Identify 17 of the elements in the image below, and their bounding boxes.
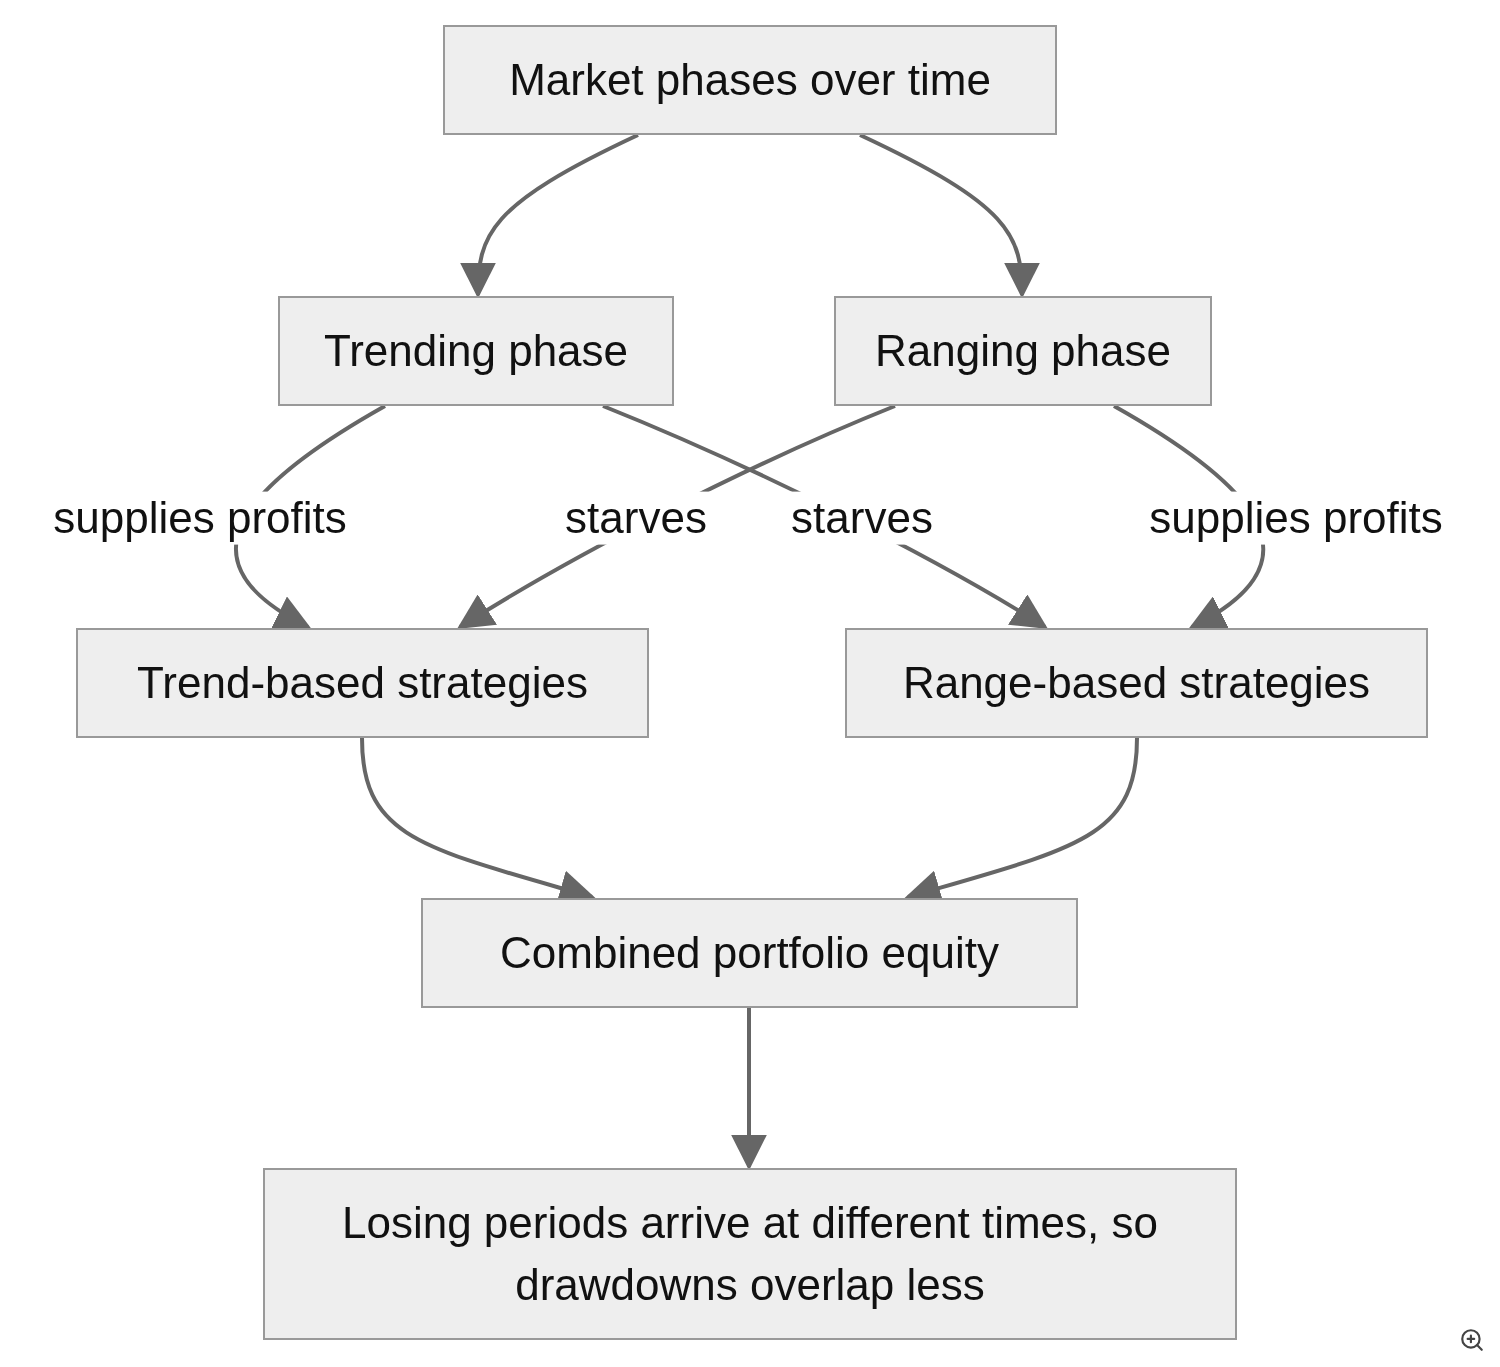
node-text: Range-based strategies: [902, 657, 1371, 710]
process-box: [834, 296, 1212, 406]
node-text: Ranging phase: [875, 325, 1171, 378]
node-text: Market phases over time: [509, 54, 991, 107]
node-text: Combined portfolio equity: [500, 927, 999, 980]
process-box: [845, 628, 1428, 738]
node-text: Trend-based strategies: [137, 657, 588, 710]
process-box: [263, 1168, 1237, 1340]
arrow: [731, 1008, 767, 1171]
process-box: [76, 628, 649, 738]
arrow: [859, 133, 1040, 299]
node-text: Trending phase: [323, 325, 629, 378]
node-text: Losing periods arrive at different times, so drawdowns overlap less: [340, 1197, 1159, 1311]
process-box: [421, 898, 1078, 1008]
process-box: [443, 25, 1057, 135]
process-box: [278, 296, 674, 406]
arrow: [460, 133, 639, 299]
